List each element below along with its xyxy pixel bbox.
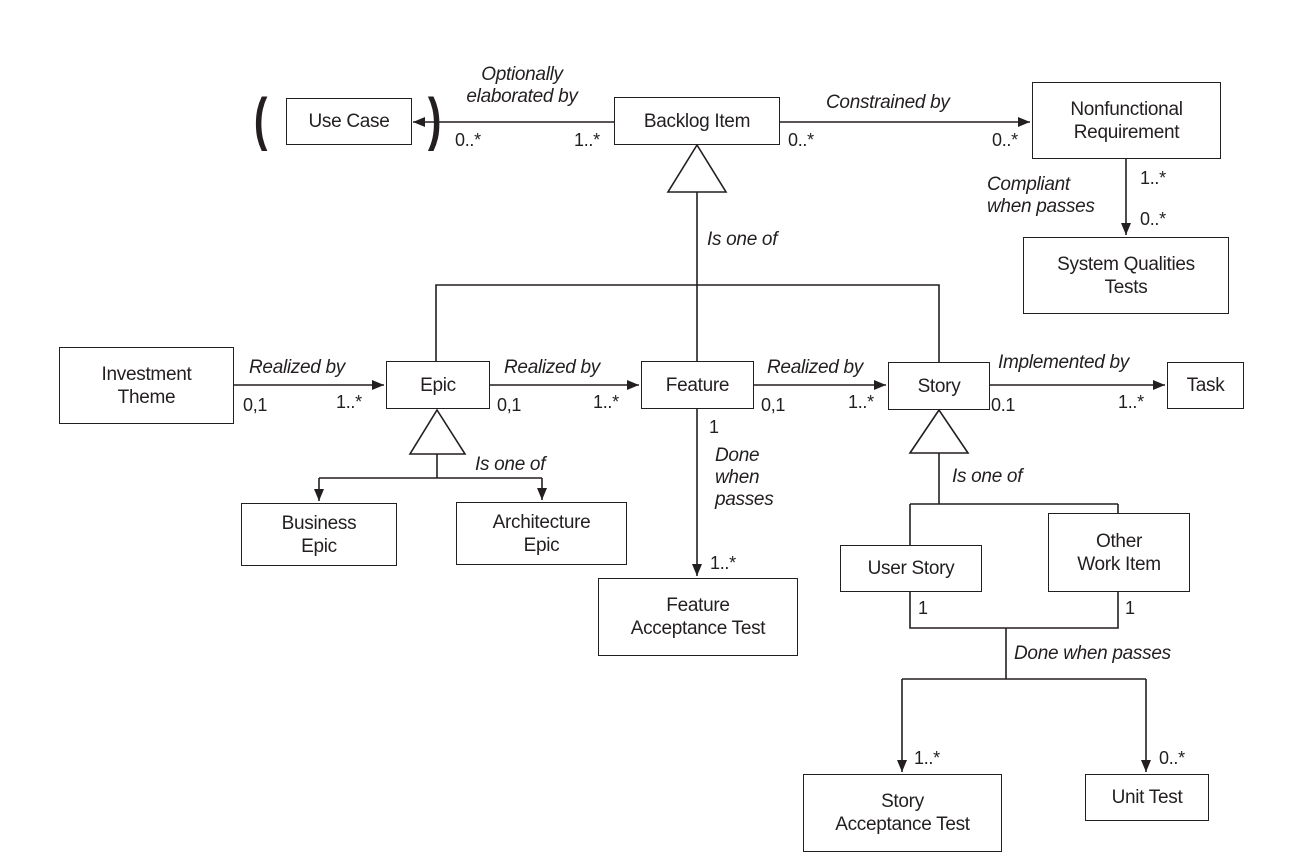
label-implemented-by: Implemented by (998, 352, 1129, 373)
generalization-triangle-backlog (666, 143, 728, 193)
mult-usecase-end: 0..* (455, 130, 481, 150)
label-story-is-one-of: Is one of (952, 466, 1023, 487)
mult-nfr-sqt-to: 0..* (1140, 209, 1166, 229)
edge-story-tests (909, 591, 1119, 629)
label-optionally-elaborated-by: Optionally elaborated by (466, 64, 578, 107)
node-story: Story (888, 362, 990, 410)
node-other-work-item: Other Work Item (1048, 513, 1190, 592)
mult-nfr-end: 0..* (992, 130, 1018, 150)
mult-epic-to: 1..* (593, 392, 619, 412)
mult-nfr-sqt-from: 1..* (1140, 168, 1166, 188)
node-story-acceptance-test: Story Acceptance Test (803, 774, 1002, 852)
edge-backlog-generalization (435, 284, 940, 362)
mult-user-story: 1 (918, 598, 928, 618)
mult-story-task-to: 1..* (1118, 392, 1144, 412)
mult-story-acceptance-test: 1..* (914, 748, 940, 768)
node-use-case: Use Case (286, 98, 412, 145)
label-feature-realized-by: Realized by (767, 357, 863, 378)
mult-backlog-usecase-end: 1..* (574, 130, 600, 150)
node-investment-theme: Investment Theme (59, 347, 234, 424)
label-constrained-by: Constrained by (826, 92, 950, 113)
mult-other-work-item: 1 (1125, 598, 1135, 618)
mult-epic-from: 0,1 (497, 395, 522, 415)
label-story-done-when-passes: Done when passes (1014, 643, 1171, 664)
label-feature-done-when-passes: Done when passes (715, 445, 774, 510)
node-architecture-epic: Architecture Epic (456, 502, 627, 565)
generalization-triangle-story (908, 408, 970, 454)
mult-backlog-nfr-end: 0..* (788, 130, 814, 150)
mult-feature-to: 1..* (848, 392, 874, 412)
node-business-epic: Business Epic (241, 503, 397, 566)
mult-unit-test: 0..* (1159, 748, 1185, 768)
mult-feature-fat-to: 1..* (710, 553, 736, 573)
node-feature: Feature (641, 361, 754, 409)
label-backlog-is-one-of: Is one of (707, 229, 778, 250)
node-unit-test: Unit Test (1085, 774, 1209, 821)
node-task: Task (1167, 362, 1244, 409)
mult-theme-from: 0,1 (243, 395, 268, 415)
mult-story-task-from: 0.1 (991, 395, 1016, 415)
node-feature-acceptance-test: Feature Acceptance Test (598, 578, 798, 656)
generalization-triangle-epic (408, 408, 467, 455)
label-epic-realized-by: Realized by (504, 357, 600, 378)
node-system-qualities-tests: System Qualities Tests (1023, 237, 1229, 314)
mult-feature-from: 0,1 (761, 395, 786, 415)
optional-close-paren: ) (427, 87, 442, 152)
node-user-story: User Story (840, 545, 982, 592)
label-compliant-when-passes: Compliant when passes (987, 174, 1095, 217)
node-epic: Epic (386, 361, 490, 409)
node-nonfunctional-requirement: Nonfunctional Requirement (1032, 82, 1221, 159)
label-epic-is-one-of: Is one of (475, 454, 546, 475)
mult-feature-fat-from: 1 (709, 417, 719, 437)
mult-theme-to: 1..* (336, 392, 362, 412)
optional-open-paren: ( (253, 87, 268, 152)
node-backlog-item: Backlog Item (614, 97, 780, 145)
label-theme-realized-by: Realized by (249, 357, 345, 378)
